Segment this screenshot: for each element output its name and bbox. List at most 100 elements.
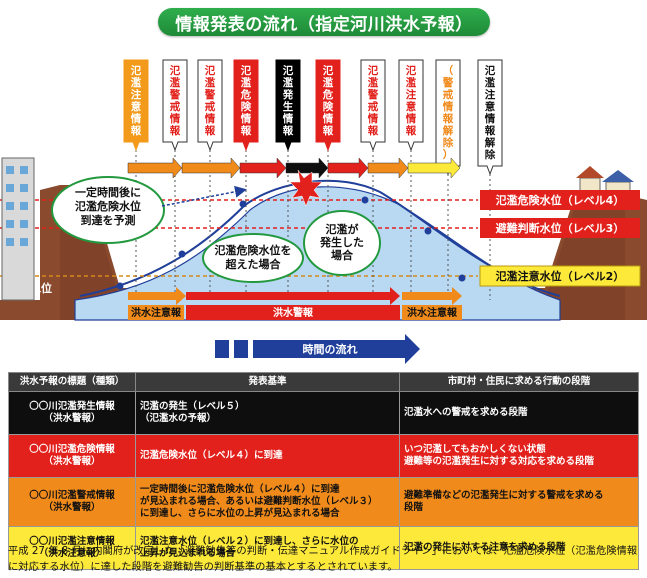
svg-text:濫: 濫 <box>283 76 294 89</box>
svg-text:険: 険 <box>241 100 252 113</box>
svg-text:氾: 氾 <box>205 64 216 77</box>
svg-text:濫: 濫 <box>205 76 216 89</box>
flood-burst-icon <box>289 169 323 207</box>
level-label-danger: 氾濫危険水位（レベル4） <box>480 190 640 210</box>
callout-predict: 一定時間後に氾濫危険水位到達を予測 <box>51 176 165 244</box>
svg-text:情: 情 <box>205 112 216 125</box>
svg-text:報: 報 <box>443 112 454 125</box>
phase-label: 氾濫警戒情報 <box>162 59 188 152</box>
svg-text:情: 情 <box>443 100 454 113</box>
table-row: 〇〇川氾濫警戒情報（洪水警報）一定時間後に氾濫危険水位（レベル４）に到達が見込ま… <box>8 477 639 527</box>
svg-text:濫: 濫 <box>170 76 181 89</box>
cell-criteria: 一定時間後に氾濫危険水位（レベル４）に到達が見込まれる場合、あるいは避難判断水位… <box>135 477 400 527</box>
svg-text:意: 意 <box>485 100 496 113</box>
svg-text:濫: 濫 <box>323 76 334 89</box>
svg-text:氾: 氾 <box>368 64 379 77</box>
svg-text:情: 情 <box>283 112 294 125</box>
svg-text:意: 意 <box>131 100 142 113</box>
svg-text:氾: 氾 <box>170 64 181 77</box>
svg-text:報: 報 <box>170 124 181 137</box>
svg-text:戒: 戒 <box>205 100 216 113</box>
svg-text:氾: 氾 <box>406 64 417 77</box>
advisory-bar-right: 洪水注意報 <box>402 305 462 320</box>
phase-arrow <box>285 157 329 179</box>
svg-text:濫: 濫 <box>485 76 496 89</box>
svg-text:除: 除 <box>443 136 454 149</box>
water-label: 水位 <box>30 281 52 295</box>
cell-criteria: 氾濫の発生（レベル５）（氾濫水の予報） <box>135 391 400 435</box>
callout-predict-arrow <box>161 185 247 207</box>
level-label-caution: 氾濫注意水位（レベル2） <box>479 265 641 287</box>
svg-text:（: （ <box>443 64 454 77</box>
phase-label: 氾濫危険情報 <box>315 59 341 152</box>
cell-criteria: 氾濫危険水位（レベル４）に到達 <box>135 434 400 478</box>
svg-text:戒: 戒 <box>170 100 181 113</box>
flood-forecast-table: 洪水予報の標題（種類） 発表基準 市町村・住民に求める行動の段階 〇〇川氾濫発生… <box>8 372 639 570</box>
svg-text:）: ） <box>443 148 454 161</box>
svg-text:警: 警 <box>367 88 379 101</box>
header-action: 市町村・住民に求める行動の段階 <box>399 372 639 392</box>
svg-text:危: 危 <box>240 88 252 101</box>
svg-text:氾: 氾 <box>241 64 252 77</box>
curve-points <box>116 196 466 290</box>
svg-text:解: 解 <box>442 124 454 137</box>
svg-text:氾: 氾 <box>485 64 496 77</box>
svg-text:険: 険 <box>323 100 334 113</box>
svg-text:時間の流れ: 時間の流れ <box>303 342 358 356</box>
phase-label: 氾濫発生情報 <box>275 59 301 152</box>
cell-title: 〇〇川氾濫危険情報（洪水警報） <box>8 434 136 478</box>
svg-text:情: 情 <box>323 112 334 125</box>
svg-text:報: 報 <box>283 124 294 137</box>
phase-arrow <box>367 157 409 179</box>
svg-text:氾: 氾 <box>323 64 334 77</box>
svg-text:報: 報 <box>406 124 417 137</box>
footer-note: 平成 27 年 8 月に内閣府が改定した「避難勧告等の判断・伝達マニュアル作成ガ… <box>8 545 638 573</box>
svg-text:氾: 氾 <box>283 64 294 77</box>
svg-text:発: 発 <box>282 88 294 101</box>
hydrograph-curve <box>79 179 561 297</box>
svg-text:注: 注 <box>485 88 496 101</box>
svg-text:戒: 戒 <box>443 88 454 101</box>
phase-label: 氾濫危険情報 <box>233 59 259 152</box>
svg-text:濫: 濫 <box>131 76 142 89</box>
svg-text:危: 危 <box>322 88 334 101</box>
phase-arrows <box>127 157 461 179</box>
svg-text:除: 除 <box>485 148 496 161</box>
time-flow-arrow: 時間の流れ <box>215 334 420 364</box>
svg-text:警: 警 <box>204 88 216 101</box>
phase-arrow <box>239 157 287 179</box>
table-header-row: 洪水予報の標題（種類） 発表基準 市町村・住民に求める行動の段階 <box>8 372 639 392</box>
svg-text:情: 情 <box>368 112 379 125</box>
svg-text:氾濫危険水位（レベル4）: 氾濫危険水位（レベル4） <box>496 193 625 207</box>
cell-title: 〇〇川氾濫発生情報（洪水警報） <box>8 391 136 435</box>
advisory-bar-left: 洪水注意報 <box>128 305 184 320</box>
table-row: 〇〇川氾濫危険情報（洪水警報）氾濫危険水位（レベル４）に到達いつ氾濫してもおかし… <box>8 434 639 478</box>
svg-text:一定時間後に氾濫危険水位到達を予測: 一定時間後に氾濫危険水位到達を予測 <box>75 185 141 227</box>
svg-text:警: 警 <box>169 88 181 101</box>
svg-text:報: 報 <box>131 124 142 137</box>
advisory-arrows <box>128 287 462 305</box>
flood-info-diagram: 水位 氾濫注意情報氾濫警戒情報氾濫警戒情報氾濫危険情報氾濫発生情報氾濫危険情報氾… <box>0 59 647 364</box>
svg-text:洪水警報: 洪水警報 <box>273 306 314 319</box>
svg-text:注: 注 <box>131 88 142 101</box>
phase-label: 氾濫警戒情報 <box>360 59 386 152</box>
svg-text:情: 情 <box>241 112 252 125</box>
svg-text:報: 報 <box>323 124 334 137</box>
svg-text:意: 意 <box>406 100 417 113</box>
callout-exceed: 氾濫危険水位を超えた場合 <box>202 233 304 283</box>
svg-text:洪水注意報: 洪水注意報 <box>131 306 182 319</box>
cell-title: 〇〇川氾濫注意情報（洪水注意報） <box>8 526 136 570</box>
callout-flood: 氾濫が発生した場合 <box>303 210 381 276</box>
svg-text:氾濫注意水位（レベル2）: 氾濫注意水位（レベル2） <box>496 269 625 283</box>
svg-text:氾濫危険水位を超えた場合: 氾濫危険水位を超えた場合 <box>215 243 292 271</box>
svg-text:報: 報 <box>368 124 379 137</box>
building-icon <box>1 157 35 301</box>
cell-action: 氾濫の発生に対する注意を求める段階 <box>399 526 639 570</box>
svg-text:氾: 氾 <box>131 64 142 77</box>
svg-text:情: 情 <box>485 112 496 125</box>
phase-arrow <box>181 157 241 179</box>
cell-action: 氾濫水への警戒を求める段階 <box>399 391 639 435</box>
header-title: 洪水予報の標題（種類） <box>8 372 136 392</box>
level-label-evac: 避難判断水位（レベル3） <box>480 218 640 238</box>
